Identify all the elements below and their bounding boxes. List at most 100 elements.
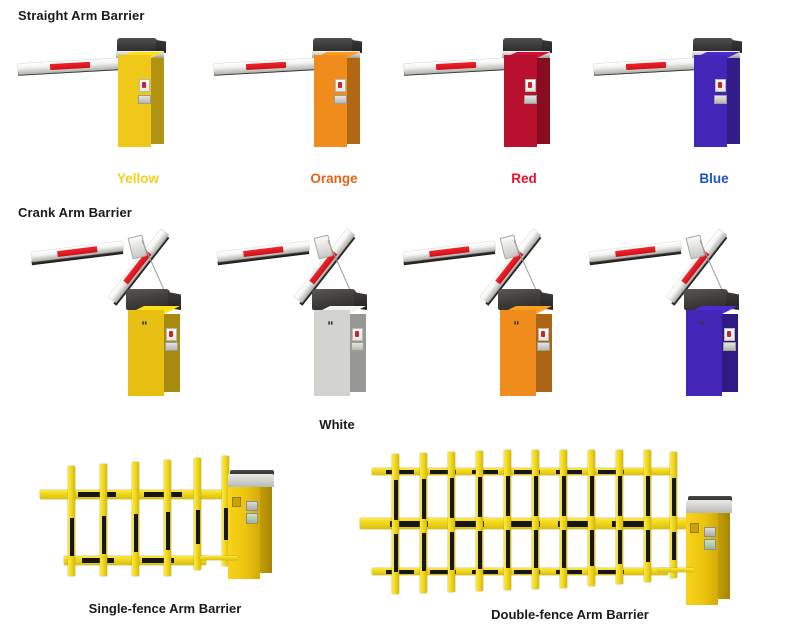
cabinet-side-face [350, 314, 366, 392]
fence-rail-black-band [558, 520, 594, 527]
fence-post-black-band [69, 518, 74, 556]
cabinet-side-face [347, 58, 360, 144]
fence-post-black-band [505, 530, 510, 568]
fence-post [420, 453, 427, 593]
boom-arm-red-stripe [49, 61, 91, 71]
fence-rail-stub [658, 568, 694, 572]
fence-rail-black-band [612, 520, 648, 527]
fence-post-black-band [561, 476, 566, 516]
cabinet-side-face [722, 314, 738, 392]
fence-post-black-band [393, 480, 398, 520]
fence-post-black-band [671, 478, 676, 516]
caption-single-fence: Single-fence Arm Barrier [88, 601, 242, 616]
cabinet-front-face [500, 310, 536, 396]
fence-post [616, 450, 623, 584]
barrier-cabinet: ▮▮ [686, 306, 738, 396]
fence-post [132, 462, 139, 576]
barrier-head-housing-side [726, 292, 739, 310]
fence-post [194, 458, 201, 570]
fence-post-black-band [645, 476, 650, 516]
fence-post-black-band [133, 514, 138, 552]
fence-rail-black-band [78, 492, 116, 497]
cabinet-side-face [718, 513, 730, 599]
caption-red: Red [511, 171, 537, 186]
fence-post [644, 450, 651, 582]
cabinet-front-face [686, 310, 722, 396]
warning-sticker-icon [525, 79, 536, 92]
warning-sticker-icon [538, 328, 549, 341]
fence-post [392, 454, 399, 594]
fence-rail-black-band [82, 558, 114, 563]
cabinet-top-dark-strip [688, 496, 732, 501]
barrier-head-housing [684, 289, 728, 310]
fence-rail-black-band [514, 569, 540, 574]
fence-post-black-band [421, 533, 426, 571]
barrier-cabinet: ▮▮ [128, 306, 180, 396]
fence-post [68, 466, 75, 576]
fence-rail-black-band [514, 469, 540, 474]
barrier-head-housing-side [542, 40, 552, 53]
brand-mark-icon: ▮▮ [328, 320, 334, 325]
fence-rail-black-band [472, 469, 498, 474]
fence-post-black-band [223, 508, 228, 540]
fence-post-black-band [533, 530, 538, 568]
barrier-head-housing [498, 289, 542, 310]
fence-post-black-band [533, 476, 538, 516]
fence-rail-black-band [504, 520, 540, 527]
cabinet-side-tab [690, 523, 699, 533]
fence-post-black-band [645, 530, 650, 562]
barrier-cabinet [504, 52, 550, 147]
fence-post-black-band [421, 479, 426, 519]
barrier-head-housing [312, 289, 356, 310]
section-title-straight-arm: Straight Arm Barrier [18, 8, 145, 23]
fence-post [222, 456, 229, 566]
barrier-cabinet [118, 52, 164, 147]
fence-post-black-band [477, 477, 482, 517]
display-panel-icon [246, 501, 258, 511]
fence-post-black-band [195, 510, 200, 544]
fence-rail-black-band [390, 520, 428, 527]
fence-post-black-band [449, 478, 454, 518]
fence-rail-black-band [386, 469, 414, 474]
display-panel-icon [246, 513, 258, 524]
barrier-head-housing-side [352, 40, 362, 53]
caption-orange: Orange [310, 171, 358, 186]
barrier-head-housing [503, 38, 543, 53]
barrier-head-housing [126, 289, 170, 310]
cabinet-side-tab [232, 497, 241, 507]
fence-post [448, 452, 455, 592]
fence-post [164, 460, 171, 576]
control-panel-icon [334, 95, 347, 104]
brand-mark-icon: ▮▮ [514, 320, 520, 325]
fence-post-black-band [505, 476, 510, 516]
barrier-head-housing-side [156, 40, 166, 53]
warning-sticker-icon [715, 79, 726, 92]
caption-yellow: Yellow [116, 171, 160, 186]
cabinet-front-face [128, 310, 164, 396]
fence-post-black-band [449, 532, 454, 570]
cabinet-side-face [151, 58, 164, 144]
barrier-cabinet: ▮▮ [314, 306, 366, 396]
warning-sticker-icon [166, 328, 177, 341]
boom-arm-red-stripe [435, 61, 477, 71]
warning-sticker-icon [724, 328, 735, 341]
fence-post-black-band [477, 531, 482, 569]
fence-post-black-band [393, 534, 398, 572]
caption-double-fence: Double-fence Arm Barrier [491, 607, 649, 622]
fence-post [504, 450, 511, 590]
caption-white: White [319, 417, 355, 432]
cabinet-side-face [536, 314, 552, 392]
fence-rail-black-band [386, 569, 414, 574]
warning-sticker-icon [335, 79, 346, 92]
boom-arm-red-stripe [245, 61, 287, 71]
section-title-crank-arm: Crank Arm Barrier [18, 205, 132, 220]
fence-rail-black-band [144, 492, 182, 497]
control-panel-icon [351, 342, 364, 351]
fence-post-black-band [671, 532, 676, 560]
barrier-head-housing [693, 38, 733, 53]
fence-rail-black-band [142, 558, 174, 563]
product-double-fence-arm-barrier [360, 450, 732, 605]
fence-post [532, 450, 539, 589]
cabinet-side-face [164, 314, 180, 392]
fence-rail-black-band [448, 520, 484, 527]
